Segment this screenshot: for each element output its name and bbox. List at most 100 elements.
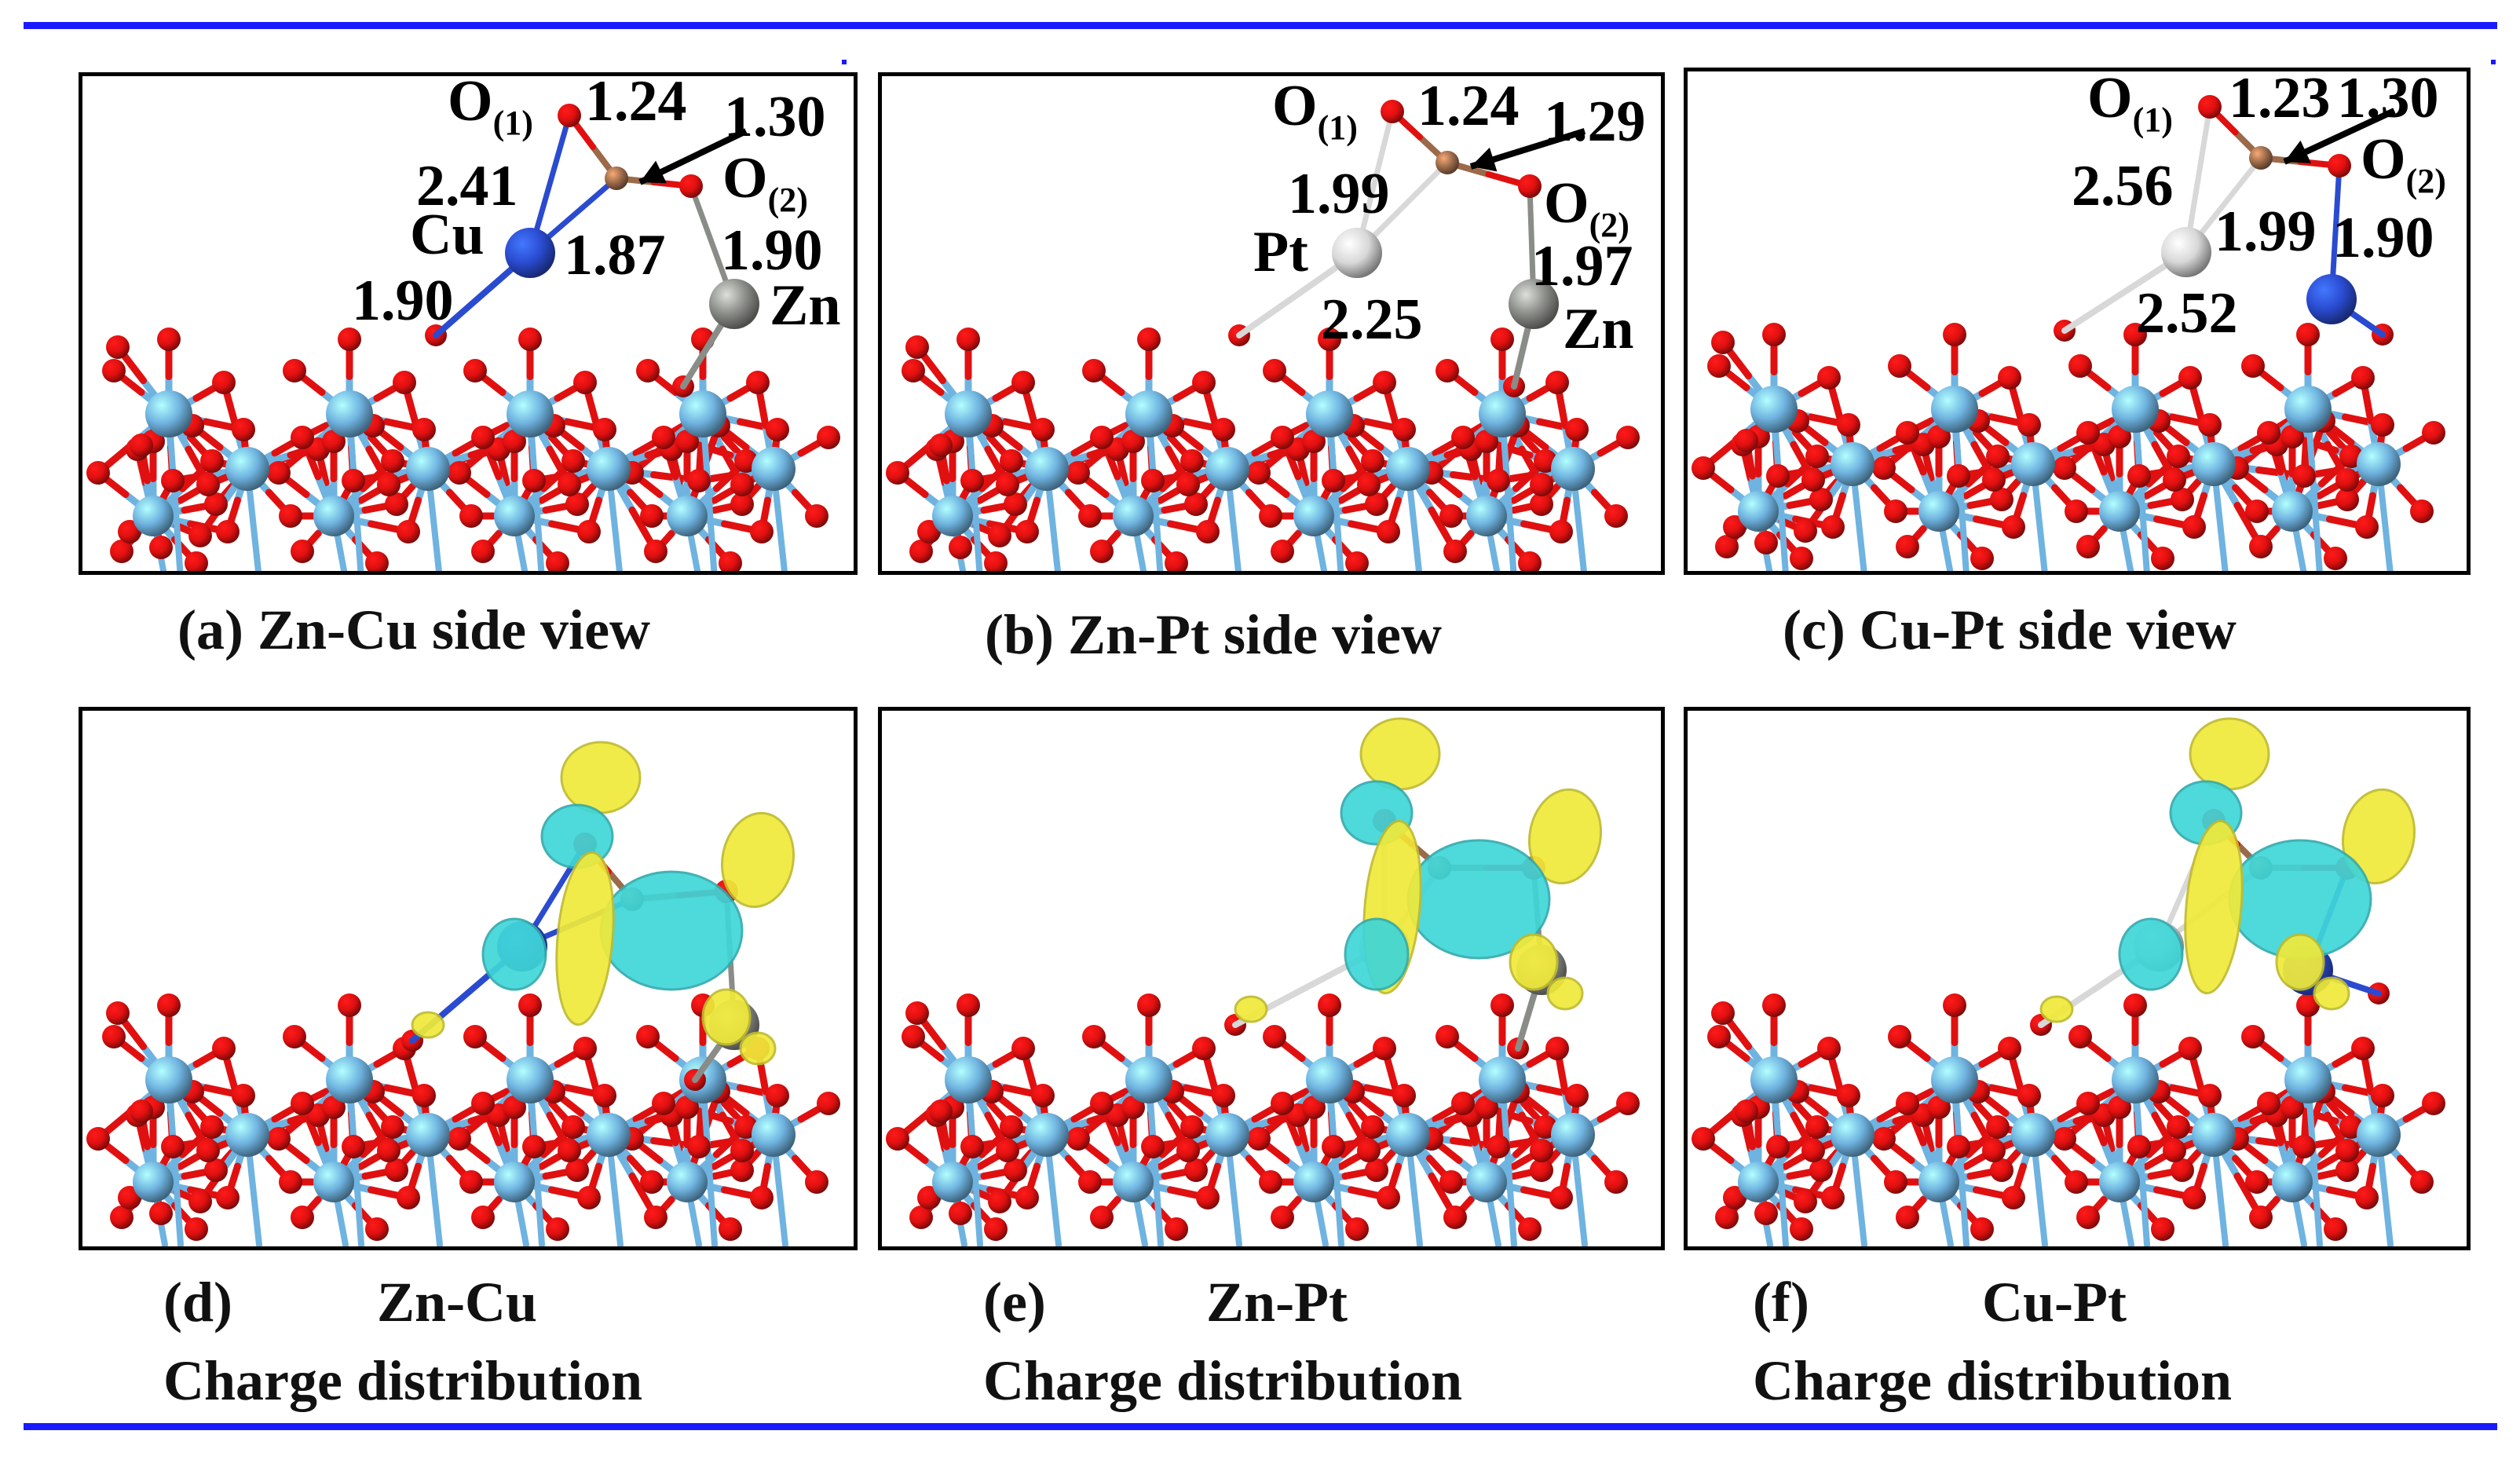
oxygen-atom [185, 551, 208, 571]
charge-accumulation-lobe [2341, 788, 2416, 885]
oxygen-atom [960, 469, 984, 492]
charge-accumulation-lobe [555, 851, 615, 1026]
ti-atom [932, 1162, 973, 1202]
oxygen-atom [1518, 1217, 1542, 1241]
bond [346, 1077, 364, 1246]
oxygen-atom [2151, 1217, 2174, 1241]
oxygen-atom [1090, 1092, 1114, 1115]
oxygen-atom [2422, 421, 2445, 445]
oxygen-atom [1451, 1092, 1475, 1115]
charge-accumulation-lobe [701, 988, 752, 1046]
ti-atom [1738, 1162, 1779, 1202]
oxygen-atom [2249, 1206, 2273, 1229]
charge-accumulation-lobe [1509, 933, 1559, 991]
oxygen-atom [652, 1092, 675, 1115]
oxygen-atom [1176, 473, 1200, 496]
charge-accumulation-lobe [2275, 933, 2325, 991]
oxygen-atom [1212, 418, 1235, 441]
oxygen-atom [1715, 535, 1739, 558]
oxygen-atom [1927, 425, 1951, 448]
bond [166, 1077, 184, 1246]
oxygen-atom [2296, 993, 2320, 1017]
oxygen-atom [1436, 359, 1459, 382]
oxygen-atom [902, 359, 925, 382]
oxygen-atom [149, 536, 173, 559]
ti-atom [1125, 390, 1172, 437]
oxygen-atom [730, 492, 754, 516]
oxygen-atom [1196, 1186, 1220, 1209]
oxygen-atom [1715, 1206, 1739, 1229]
oxygen-atom [102, 359, 126, 382]
oxygen-atom [1392, 418, 1416, 441]
oxygen-atom [503, 430, 526, 453]
oxygen-atom [106, 335, 130, 359]
oxygen-atom [909, 540, 933, 563]
zn-pt-charge-density [886, 717, 1640, 1246]
oxygen-atom [2335, 1158, 2359, 1182]
ti-atom [145, 1056, 192, 1103]
oxygen-atom [577, 1186, 601, 1209]
carbon-atom [2249, 146, 2273, 170]
ti-atom [667, 496, 708, 536]
label-cu-o1-length: 2.41 [416, 154, 518, 218]
oxygen-atom [1137, 993, 1161, 1017]
label-co2-length: 1.29 [1544, 90, 1646, 154]
oxygen-atom [110, 1206, 133, 1229]
oxygen-atom [102, 1025, 126, 1048]
oxygen-atom [1090, 426, 1114, 449]
oxygen-atom [381, 449, 404, 473]
oxygen-atom [2292, 1135, 2316, 1158]
oxygen-atom [1735, 1100, 1758, 1123]
oxygen-atom [1735, 429, 1758, 452]
oxygen-atom [1078, 1170, 1102, 1194]
ti-atom [2357, 442, 2401, 486]
panel-f-cu-pt-charge-distribution [1684, 707, 2471, 1250]
oxygen-atom [1943, 993, 1966, 1017]
oxygen-atom [2422, 1092, 2445, 1115]
label-cu-c-length: 1.87 [564, 223, 666, 287]
oxygen-atom [1990, 1158, 2013, 1182]
oxygen-atom [185, 1217, 208, 1241]
top-rule [24, 22, 2497, 29]
oxygen-atom [1545, 1037, 1569, 1060]
stray-dot [2491, 60, 2496, 64]
charge-accumulation-lobe [1359, 717, 1441, 791]
oxygen-atom [1604, 504, 1628, 528]
oxygen-atom [546, 551, 569, 571]
oxygen-atom [2280, 425, 2304, 448]
ti-atom [1293, 1162, 1334, 1202]
oxygen-atom [1271, 540, 1294, 563]
oxygen-atom [561, 1115, 585, 1139]
oxygen-atom [949, 1202, 972, 1225]
oxygen-atom [2167, 1115, 2190, 1139]
oxygen-atom [188, 1190, 212, 1213]
oxygen-atom [291, 426, 314, 449]
caption-e-name: Zn-Pt [1206, 1271, 1348, 1334]
ti-atom [494, 1162, 535, 1202]
oxygen-atom [1212, 1084, 1235, 1107]
oxygen-atom [929, 1100, 953, 1123]
oxygen-atom [1247, 1127, 1271, 1151]
oxygen-atom [397, 1186, 420, 1209]
oxygen-atom [1947, 464, 1970, 488]
oxygen-atom [1373, 371, 1396, 394]
bond [2305, 1077, 2323, 1246]
ti-atom [406, 447, 450, 491]
ti-atom [1931, 1056, 1978, 1103]
ti-atom [2272, 1162, 2313, 1202]
ti-atom [2112, 1056, 2159, 1103]
oxygen-atom [518, 993, 542, 1017]
ti-atom [2011, 442, 2055, 486]
oxygen-atom [1711, 1001, 1735, 1025]
oxygen-atom [1794, 1190, 1817, 1213]
charge-accumulation-lobe [739, 1031, 777, 1066]
oxygen-atom [1805, 445, 1829, 468]
oxygen-atom [1998, 1037, 2021, 1060]
zn-atom [709, 279, 759, 329]
pointer-arrow-head [640, 160, 667, 184]
oxygen-atom [1794, 519, 1817, 543]
label-o1: O(1) [448, 69, 533, 142]
oxygen-atom [1896, 535, 1919, 558]
oxygen-atom [640, 1170, 664, 1194]
oxygen-atom [2017, 413, 2041, 437]
